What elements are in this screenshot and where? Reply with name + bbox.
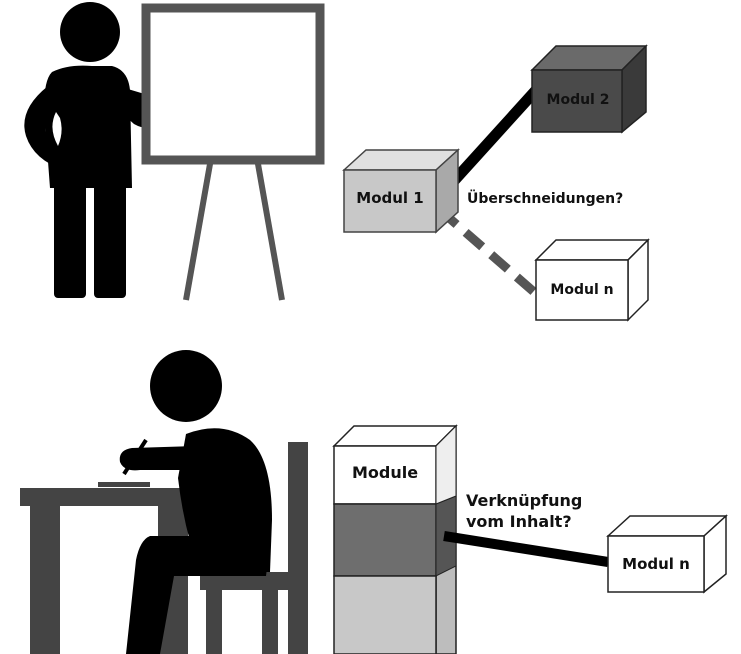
- module-2-label: Modul 2: [547, 92, 610, 108]
- module-2-cube: Modul 2: [530, 44, 648, 134]
- chair: [200, 442, 308, 654]
- connector-stack-modulen: [443, 531, 609, 567]
- module-n-cube-top: Modul n: [534, 238, 650, 322]
- link-question-line2: vom Inhalt?: [466, 512, 572, 531]
- stack-middle-block: [333, 503, 437, 577]
- pencil: [122, 438, 148, 476]
- desk-top: [20, 488, 198, 506]
- presenter-head: [60, 2, 120, 62]
- easel: [141, 3, 325, 301]
- connector-module1-modulen-dashed: [437, 206, 537, 296]
- student-leg: [126, 536, 268, 654]
- module-n-cube-bottom: Modul n: [606, 514, 728, 594]
- module-n-label-top: Modul n: [550, 282, 613, 298]
- student-figure: [119, 350, 272, 654]
- stack-label: Module: [352, 463, 418, 482]
- module-n-label-bottom: Modul n: [622, 555, 690, 573]
- presenter-hip-arm: [24, 86, 77, 170]
- easel-board: [141, 3, 325, 165]
- student-head: [150, 350, 222, 422]
- presenter-right-leg: [94, 184, 126, 298]
- stack-bottom-block: [333, 575, 437, 654]
- module-1-cube: Modul 1: [342, 148, 460, 234]
- overlap-question: Überschneidungen?: [467, 189, 623, 207]
- module-stack: Module: [332, 424, 458, 654]
- student-arm: [119, 446, 206, 471]
- link-question-line1: Verknüpfung: [466, 491, 582, 510]
- module-1-label: Modul 1: [356, 189, 423, 207]
- presenter-left-leg: [54, 184, 86, 298]
